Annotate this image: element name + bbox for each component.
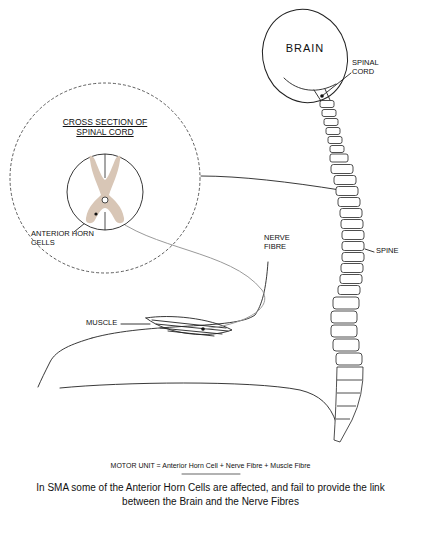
vertebra — [336, 187, 358, 196]
vertebra — [320, 101, 334, 108]
knee-outline — [38, 338, 92, 387]
leader-dot — [320, 94, 324, 98]
brain-contour — [284, 78, 336, 90]
vertebra — [338, 198, 360, 207]
leader-dot — [94, 212, 97, 215]
vertebra — [342, 253, 364, 262]
part-label: MUSCLE — [86, 319, 126, 328]
vertebra — [331, 165, 353, 174]
cross-section-circle: CROSS SECTION OF SPINAL CORD ANTERIOR HOR… — [9, 82, 201, 274]
vertebra — [330, 154, 348, 162]
sacrum — [334, 367, 363, 442]
vertebra — [341, 220, 363, 229]
leader-dot — [201, 327, 205, 331]
vertebra — [336, 353, 362, 365]
part-label: SPINAL CORD — [352, 59, 394, 76]
vertebra — [338, 286, 360, 295]
node-title: BRAIN — [262, 42, 348, 55]
part-label: NERVE FIBRE — [264, 234, 306, 251]
node-label: ANTERIOR HORN CELLS — [31, 230, 111, 247]
median-fissure — [105, 154, 106, 230]
vertebra — [324, 119, 338, 126]
muscle-fibre — [168, 331, 214, 336]
vertebra — [334, 176, 356, 185]
vertebra — [331, 325, 357, 337]
part-label: SPINE — [376, 247, 416, 256]
vertebra — [341, 264, 363, 273]
vertebra — [331, 311, 357, 323]
leader-line — [121, 324, 150, 325]
muscle-outline — [146, 317, 232, 335]
definition-note: MOTOR UNIT = Anterior Horn Cell + Nerve … — [20, 462, 401, 470]
vertebra — [326, 128, 340, 135]
node-outline — [262, 8, 348, 104]
dashed-circle — [10, 83, 200, 273]
sacrum-segments — [336, 380, 362, 419]
brain-shape — [251, 0, 360, 114]
vertebra — [330, 146, 344, 153]
body-outline — [92, 262, 268, 338]
node-title: CROSS SECTION OF SPINAL CORD — [55, 118, 155, 138]
vertebra — [333, 339, 359, 351]
vertebra — [342, 242, 364, 251]
vertebra — [340, 275, 362, 284]
vertebra — [328, 137, 342, 144]
brain-outline: BRAIN — [262, 8, 348, 104]
brain-stem — [314, 90, 321, 101]
thigh-outline — [60, 383, 336, 422]
vertebra — [333, 297, 359, 309]
cord-section — [67, 154, 143, 230]
vertebra — [322, 110, 336, 117]
vertebra — [340, 209, 362, 218]
leader-line — [201, 176, 340, 190]
leader-line — [365, 249, 374, 252]
nerve-fibre — [110, 214, 265, 329]
caption: In SMA some of the Anterior Horn Cells a… — [30, 481, 391, 508]
leader-line — [322, 73, 351, 96]
central-canal — [102, 197, 108, 203]
underline — [182, 474, 240, 475]
vertebra — [342, 231, 364, 240]
